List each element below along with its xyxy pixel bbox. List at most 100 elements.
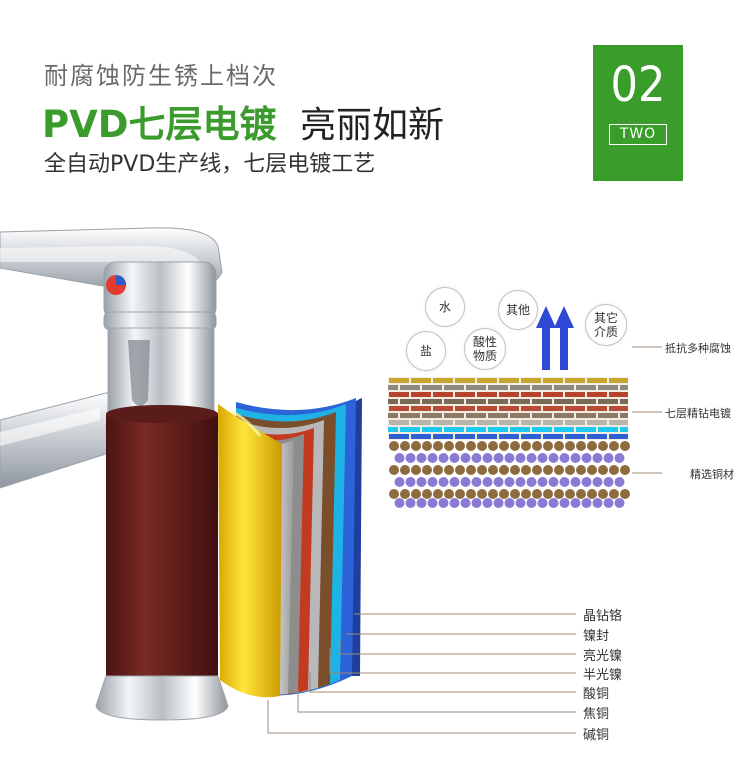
copper-bead xyxy=(587,489,597,499)
copper-bead xyxy=(581,477,592,487)
wall-brick xyxy=(521,378,541,383)
copper-bead xyxy=(455,441,465,451)
layer-label-alkaline-copper: 碱铜 xyxy=(583,728,610,743)
wall-brick xyxy=(433,406,453,411)
copper-bead xyxy=(482,453,493,463)
wall-brick xyxy=(521,420,541,425)
wall-brick xyxy=(521,406,541,411)
threat-water: 水 xyxy=(425,287,465,327)
label-seven-layer: 七层精钻电镀 xyxy=(665,407,731,420)
copper-bead xyxy=(400,489,410,499)
wall-brick xyxy=(433,378,453,383)
copper-bead xyxy=(460,498,471,508)
copper-bead xyxy=(493,453,504,463)
copper-bead xyxy=(532,441,542,451)
wall-brick xyxy=(565,406,585,411)
threat-media: 其它介质 xyxy=(585,304,627,346)
wall-brick xyxy=(532,413,552,418)
wall-brick xyxy=(400,385,420,390)
copper-bead xyxy=(510,489,520,499)
wall-brick xyxy=(543,406,563,411)
copper-bead xyxy=(620,489,630,499)
wall-brick xyxy=(389,434,409,439)
copper-bead xyxy=(587,465,597,475)
wall-brick xyxy=(455,378,475,383)
headline-dark: 亮丽如新 xyxy=(300,105,445,146)
copper-bead xyxy=(504,498,515,508)
copper-bead xyxy=(482,498,493,508)
layer-label-nickel-seal: 镍封 xyxy=(583,629,610,644)
copper-bead xyxy=(609,465,619,475)
copper-bead xyxy=(598,441,608,451)
copper-bead xyxy=(411,441,421,451)
layer-label-chrome: 晶钻铬 xyxy=(583,609,623,624)
wall-brick xyxy=(389,378,409,383)
copper-bead xyxy=(449,477,460,487)
wall-brick xyxy=(598,427,618,432)
wall-brick xyxy=(609,406,628,411)
copper-bead xyxy=(466,489,476,499)
copper-bead xyxy=(554,465,564,475)
copper-bead xyxy=(411,489,421,499)
copper-bead xyxy=(532,489,542,499)
copper-bead xyxy=(581,453,592,463)
copper-bead xyxy=(482,477,493,487)
copper-bead xyxy=(394,477,405,487)
right-leader-lines xyxy=(632,346,662,474)
copper-bead xyxy=(488,465,498,475)
wall-brick xyxy=(400,413,420,418)
copper-bead xyxy=(532,465,542,475)
wall-brick xyxy=(598,413,618,418)
wall-brick xyxy=(510,427,530,432)
wall-brick xyxy=(587,434,607,439)
layer-label-bright-nickel: 亮光镍 xyxy=(583,649,623,664)
wall-brick xyxy=(388,413,398,418)
wall-brick xyxy=(576,399,596,404)
copper-bead xyxy=(581,498,592,508)
headline-description: 全自动PVD生产线，七层电镀工艺 xyxy=(44,152,376,177)
wall-brick xyxy=(388,427,398,432)
wall-brick xyxy=(433,392,453,397)
wall-brick xyxy=(444,399,464,404)
copper-bead xyxy=(510,465,520,475)
copper-bead xyxy=(548,498,559,508)
copper-bead xyxy=(554,441,564,451)
wall-brick xyxy=(609,434,628,439)
wall-brick xyxy=(521,434,541,439)
wall-brick xyxy=(411,420,431,425)
copper-bead xyxy=(400,465,410,475)
wall-brick xyxy=(565,378,585,383)
wall-brick xyxy=(422,399,442,404)
copper-bead xyxy=(499,465,509,475)
copper-bead xyxy=(526,498,537,508)
copper-bead xyxy=(416,453,427,463)
copper-bead xyxy=(493,477,504,487)
copper-bead xyxy=(614,453,625,463)
threat-media-label: 其它介质 xyxy=(593,311,618,339)
copper-bead xyxy=(603,453,614,463)
copper-bead xyxy=(389,489,399,499)
copper-bead xyxy=(466,441,476,451)
wall-brick xyxy=(576,385,596,390)
wall-brick xyxy=(565,392,585,397)
copper-bead xyxy=(526,453,537,463)
copper-bead xyxy=(449,498,460,508)
wall-brick xyxy=(455,392,475,397)
copper-bead xyxy=(455,489,465,499)
wall-brick xyxy=(554,427,574,432)
copper-bead xyxy=(537,453,548,463)
layer-cutaway xyxy=(218,398,362,698)
copper-bead xyxy=(449,453,460,463)
copper-bead xyxy=(477,441,487,451)
wall-brick xyxy=(477,378,497,383)
copper-bead xyxy=(427,477,438,487)
wall-brick xyxy=(411,434,431,439)
copper-bead xyxy=(592,498,603,508)
copper-bead xyxy=(565,465,575,475)
wall-brick xyxy=(543,434,563,439)
section-badge: 02 TWO xyxy=(593,45,683,181)
copper-bead xyxy=(576,441,586,451)
faucet-body xyxy=(95,261,229,721)
copper-bead xyxy=(444,465,454,475)
copper-bead xyxy=(526,477,537,487)
